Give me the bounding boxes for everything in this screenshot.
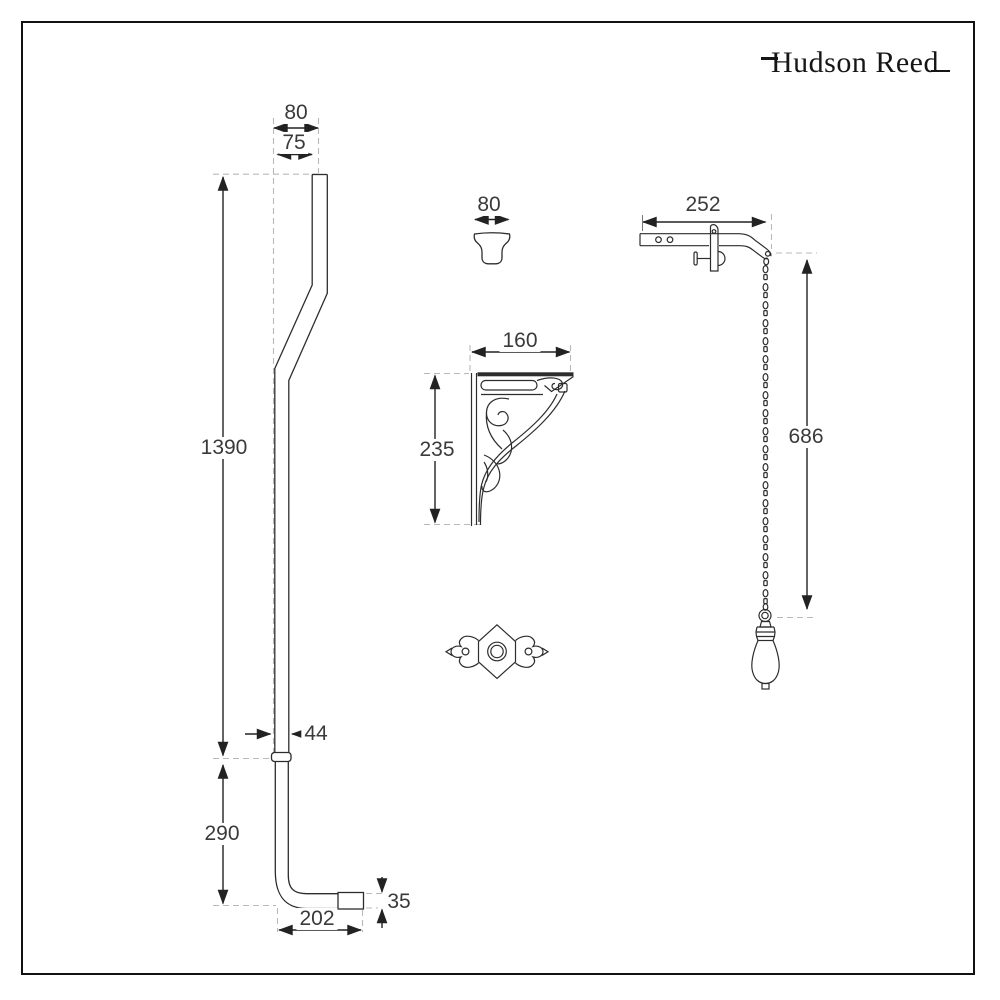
pull-handle	[751, 620, 780, 690]
bracket-top-bar	[477, 372, 574, 377]
lever-chain-drawing	[639, 224, 780, 690]
logo-right-rule	[931, 69, 950, 72]
dim-pipe-lower-length: 290	[201, 822, 243, 846]
lever-clamp	[709, 224, 719, 272]
logo-left-rule	[761, 57, 779, 60]
escutcheon-drawing	[445, 623, 549, 680]
dim-cone-width: 80	[474, 193, 504, 217]
dim-pipe-outlet-height: 35	[384, 890, 414, 914]
bracket-scrollwork	[485, 397, 510, 427]
lever-bend-outer	[736, 233, 772, 257]
bracket-drawing	[470, 372, 574, 526]
chain-end-ring	[758, 608, 772, 623]
pull-handle-body	[751, 640, 780, 685]
bracket-top-scroll	[536, 377, 564, 391]
dim-bracket-height: 235	[416, 438, 458, 462]
dim-pipe-diameter: 44	[301, 722, 331, 746]
flush-cone-drawing	[473, 232, 511, 265]
sheet-border	[21, 21, 975, 975]
dim-pipe-top-offset: 80	[281, 101, 311, 125]
logo-text: Hudson Reed	[771, 46, 939, 79]
dim-lever-length: 252	[682, 193, 724, 217]
escutcheon-inner-hole	[490, 644, 504, 659]
pull-handle-tip	[761, 682, 770, 690]
guide-lines	[213, 118, 817, 932]
dim-bracket-width: 160	[499, 329, 541, 353]
lever-hole	[666, 236, 674, 244]
escutcheon-left-screw-hole	[461, 647, 470, 656]
dimension-lines	[217, 122, 813, 936]
escutcheon-hexagon	[477, 623, 517, 680]
pipe-outlet-fitting	[337, 891, 365, 910]
chain-hook-link	[763, 257, 770, 266]
pipe-joint-collar	[270, 751, 292, 763]
escutcheon-outer-hole	[487, 641, 507, 662]
lever-hole	[655, 236, 662, 244]
bracket-brace-outer	[479, 390, 566, 526]
dim-chain-length: 686	[785, 425, 827, 449]
dim-pipe-upper-length: 1390	[197, 436, 251, 460]
lever-tip-hole	[764, 250, 771, 257]
pull-chain	[762, 265, 769, 605]
dim-pipe-foot-length: 202	[296, 907, 338, 931]
dim-pipe-top-offset-inner: 75	[279, 131, 309, 155]
brand-logo: Hudson Reed	[761, 46, 950, 80]
flush-pipe-drawing	[270, 173, 365, 910]
escutcheon-right-screw-hole	[524, 647, 533, 656]
